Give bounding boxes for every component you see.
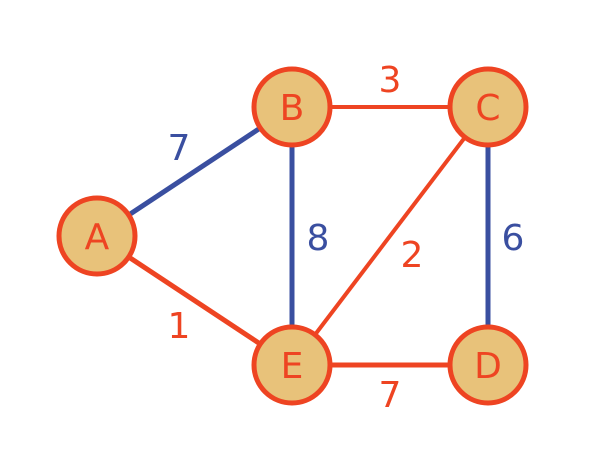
node-e-label: E [281,346,304,387]
node-d-label: D [474,346,502,387]
node-d-circle [447,324,529,406]
node-d: D [447,324,529,406]
edge-weight-a-b: 7 [168,128,191,169]
edge-weight-b-e: 8 [307,218,330,259]
edge-weight-c-e: 2 [401,235,424,276]
edge-weight-c-d: 6 [502,218,525,259]
edge-weight-a-e: 1 [168,306,191,347]
edge-weight-b-c: 3 [379,60,402,101]
graph-nodes: A B C D E [56,66,529,406]
node-b: B [251,66,333,148]
node-b-label: B [280,88,305,129]
node-c-circle [447,66,529,148]
node-a-label: A [85,217,110,258]
node-a: A [56,195,138,277]
node-c-label: C [475,88,500,129]
edge-weight-labels: 7 1 3 8 2 6 7 [168,60,525,416]
edge-weight-e-d: 7 [379,375,402,416]
node-a-circle [56,195,138,277]
node-e: E [251,324,333,406]
node-e-circle [251,324,333,406]
edge-c-e [290,105,490,367]
node-c: C [447,66,529,148]
node-b-circle [251,66,333,148]
